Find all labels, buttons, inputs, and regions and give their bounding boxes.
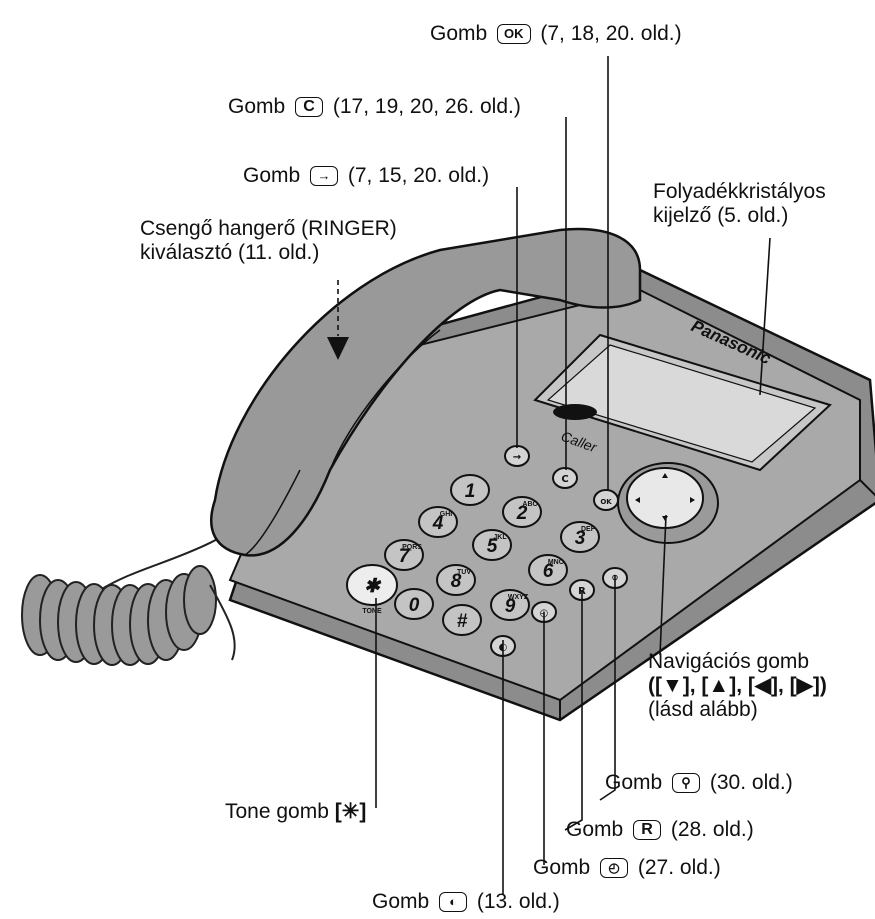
keypad-digit: 6 [543, 561, 554, 582]
arrow-keycap: → [310, 166, 339, 186]
dial-keycap: ◐ [439, 892, 468, 912]
clock-button-label: Gomb ◴ (27. old.) [533, 856, 721, 879]
ringer-label: Csengő hangerő (RINGER) kiválasztó (11. … [140, 217, 397, 264]
handset [210, 227, 642, 557]
function-key-glyph: → [513, 452, 521, 463]
clock-keycap: ◴ [600, 858, 629, 878]
keypad-key-0[interactable]: 0 [394, 588, 434, 620]
ok-keycap: OK [497, 24, 531, 44]
c-key[interactable]: C [552, 467, 578, 489]
dial-button-label: Gomb ◐ (13. old.) [372, 890, 560, 913]
tone-keycap: [✳] [334, 800, 367, 823]
keypad-digit: 2 [516, 503, 528, 524]
arrow-button-label: Gomb → (7, 15, 20. old.) [243, 164, 490, 187]
keypad-digit: 7 [399, 546, 411, 567]
keypad-letters: GHI [440, 511, 453, 518]
keypad-letters: PQRS [402, 544, 422, 551]
function-key-glyph: OK [600, 498, 612, 506]
keypad-digit: ✱ [364, 576, 382, 597]
keypad-letters: MNO [548, 559, 565, 566]
r-keycap: R [633, 820, 662, 840]
function-key-glyph: C [561, 474, 568, 485]
keypad-digit: 3 [575, 528, 586, 549]
ok-button-label: Gomb OK (7, 18, 20. old.) [430, 22, 682, 45]
ok-key[interactable]: OK [593, 489, 619, 511]
c-button-label: Gomb C (17, 19, 20, 26. old.) [228, 95, 521, 118]
arrow-key[interactable]: → [504, 445, 530, 467]
keypad-letters: DEF [581, 526, 596, 533]
keypad-key-star[interactable]: ✱ TONE [346, 564, 398, 615]
keypad-digit: 1 [465, 481, 476, 502]
r-button-label: Gomb R (28. old.) [566, 818, 754, 841]
keypad-digit: 8 [451, 571, 462, 592]
keypad-digit: 4 [432, 513, 444, 534]
keypad-digit: 5 [487, 536, 498, 557]
coiled-cord [21, 504, 271, 666]
keypad-digit: 9 [505, 596, 516, 617]
leader-lines [327, 56, 771, 895]
keypad-digit: # [457, 611, 468, 632]
keypad-key-hash[interactable]: # [442, 604, 482, 636]
keypad-letters: TONE [362, 608, 382, 615]
c-keycap: C [295, 97, 324, 117]
keypad-key-1[interactable]: 1 [450, 474, 490, 506]
keypad-letters: JKL [493, 534, 507, 541]
navigation-key[interactable] [617, 462, 719, 544]
key-button-label: Gomb ⚲ (30. old.) [605, 771, 793, 794]
navigation-label: Navigációs gomb ([▼], [▲], [◀], [▶]) (lá… [648, 650, 827, 721]
keypad-digit: 0 [409, 595, 420, 616]
lcd-label: Folyadékkristályos kijelző (5. old.) [653, 180, 826, 227]
keypad-letters: WXYZ [508, 594, 529, 601]
keypad-letters: TUV [457, 569, 471, 576]
keypad-letters: ABC [522, 501, 537, 508]
key-keycap: ⚲ [672, 773, 701, 793]
tone-button-label: Tone gomb [✳] [225, 800, 367, 823]
